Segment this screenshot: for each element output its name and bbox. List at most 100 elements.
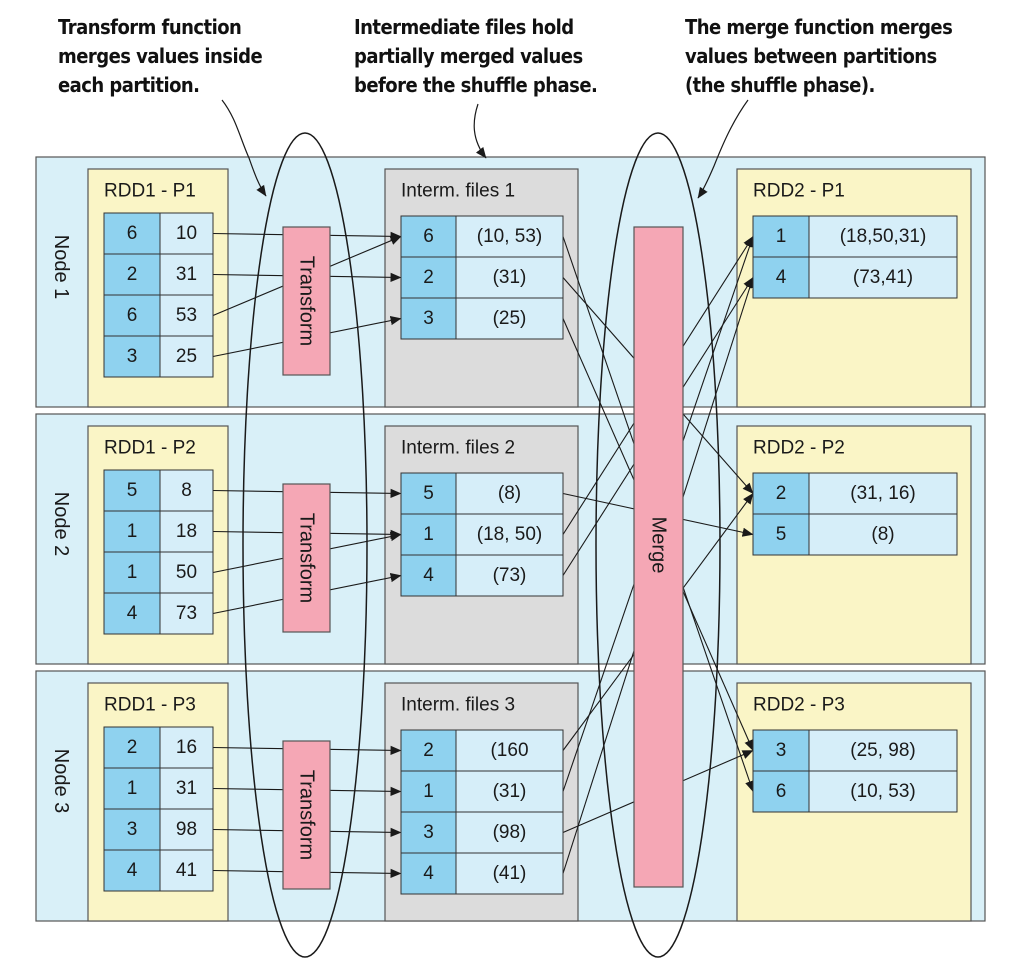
value-cell <box>159 592 214 635</box>
key-text: 4 <box>127 860 138 881</box>
value-text: (160 <box>490 740 528 761</box>
intermediate-title: Interm. files 1 <box>401 181 515 202</box>
key-cell <box>103 253 161 296</box>
key-cell <box>752 256 810 299</box>
intermediate-title: Interm. files 3 <box>401 695 515 716</box>
key-cell <box>103 808 161 851</box>
value-cell <box>159 212 214 255</box>
value-text: 31 <box>176 264 197 285</box>
value-text: 41 <box>176 860 197 881</box>
merge-annotation-line: values between partitions <box>685 44 937 68</box>
value-text: 73 <box>176 603 197 624</box>
transform-box <box>282 226 331 376</box>
value-cell <box>455 554 564 597</box>
value-cell <box>808 513 958 556</box>
key-text: 4 <box>423 565 434 586</box>
node-label: Node 1 <box>50 235 72 300</box>
key-text: 4 <box>776 267 787 288</box>
key-text: 6 <box>776 781 787 802</box>
value-text: (25) <box>493 308 527 329</box>
key-cell <box>103 849 161 892</box>
key-text: 1 <box>423 781 434 802</box>
value-cell <box>159 335 214 378</box>
rdd2-title: RDD2 - P1 <box>753 181 845 202</box>
value-text: 53 <box>176 305 197 326</box>
value-cell <box>159 253 214 296</box>
key-text: 3 <box>127 346 138 367</box>
value-text: (31, 16) <box>850 483 915 504</box>
node-label: Node 2 <box>50 492 72 557</box>
key-cell <box>400 256 457 299</box>
intermediate-annotation-line: Intermediate files hold <box>354 15 574 39</box>
key-text: 4 <box>423 863 434 884</box>
merge-box <box>633 226 684 888</box>
value-text: (41) <box>493 863 527 884</box>
transform-label: Transform <box>296 256 318 346</box>
key-text: 3 <box>776 740 787 761</box>
key-text: 3 <box>423 822 434 843</box>
value-cell <box>159 726 214 769</box>
shuffle-phase-oval <box>595 132 721 958</box>
value-text: 16 <box>176 737 197 758</box>
value-text: (8) <box>498 483 521 504</box>
value-text: 10 <box>176 223 197 244</box>
merge-label: Merge <box>648 517 670 574</box>
merge-annotation-line: (the shuffle phase). <box>685 73 875 97</box>
key-cell <box>103 294 161 337</box>
key-text: 1 <box>127 778 138 799</box>
key-text: 3 <box>423 308 434 329</box>
transform-annotation-line: Transform function <box>58 15 242 39</box>
key-cell <box>400 513 457 556</box>
transform-annotation-line: merges values inside <box>58 44 263 68</box>
intermediate-callout-pointer <box>473 103 487 159</box>
value-text: 25 <box>176 346 197 367</box>
value-cell <box>455 215 564 258</box>
key-text: 2 <box>776 483 787 504</box>
value-text: 8 <box>181 480 192 501</box>
value-text: 98 <box>176 819 197 840</box>
key-cell <box>103 335 161 378</box>
value-text: (31) <box>493 781 527 802</box>
intermediate-annotation: Intermediate files hold partially merged… <box>354 13 598 100</box>
value-cell <box>455 852 564 895</box>
key-cell <box>400 811 457 854</box>
value-cell <box>808 472 958 515</box>
value-text: (31) <box>493 267 527 288</box>
transform-annotation: Transform function merges values inside … <box>58 13 263 100</box>
merge-annotation: The merge function merges values between… <box>685 13 953 100</box>
key-text: 1 <box>127 562 138 583</box>
key-text: 2 <box>423 267 434 288</box>
transform-annotation-line: each partition. <box>58 73 200 97</box>
value-text: (10, 53) <box>477 226 542 247</box>
value-cell <box>455 770 564 813</box>
key-text: 5 <box>423 483 434 504</box>
value-cell <box>159 469 214 512</box>
intermediate-title: Interm. files 2 <box>401 438 515 459</box>
rdd1-title: RDD1 - P1 <box>104 181 196 202</box>
transform-box <box>282 740 331 890</box>
merge-annotation-line: The merge function merges <box>685 15 953 39</box>
key-text: 2 <box>127 737 138 758</box>
value-cell <box>808 215 958 258</box>
key-cell <box>400 729 457 772</box>
rdd2-title: RDD2 - P3 <box>753 695 845 716</box>
key-cell <box>400 472 457 515</box>
key-text: 3 <box>127 819 138 840</box>
key-text: 5 <box>127 480 138 501</box>
transform-box <box>282 483 331 633</box>
key-cell <box>103 551 161 594</box>
key-text: 1 <box>423 524 434 545</box>
key-text: 6 <box>127 223 138 244</box>
key-text: 6 <box>127 305 138 326</box>
rdd2-title: RDD2 - P2 <box>753 438 845 459</box>
transform-label: Transform <box>296 770 318 860</box>
value-text: (25, 98) <box>850 740 915 761</box>
key-cell <box>103 592 161 635</box>
key-cell <box>752 472 810 515</box>
rdd1-title: RDD1 - P2 <box>104 438 196 459</box>
key-text: 1 <box>776 226 787 247</box>
value-text: (8) <box>871 524 894 545</box>
transform-label: Transform <box>296 513 318 603</box>
key-text: 5 <box>776 524 787 545</box>
